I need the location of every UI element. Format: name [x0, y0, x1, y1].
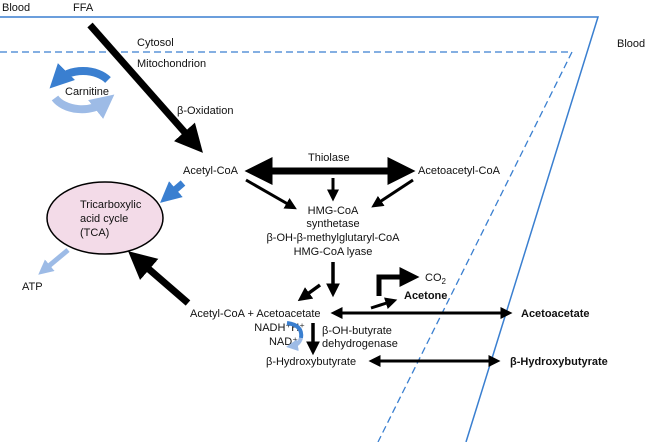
acetoacetyl-coa-label: Acetoacetyl-CoA: [418, 165, 501, 177]
dehydrogenase-label-1: β-OH-butyrate: [322, 325, 392, 337]
hmg-label-1: HMG-CoA: [308, 205, 359, 217]
acetone-label: Acetone: [404, 290, 447, 302]
hmg-label-3: β-OH-β-methylglutaryl-CoA: [266, 232, 400, 244]
acetyl-coa-label: Acetyl-CoA: [183, 165, 239, 177]
hmg-to-acetoacetate-diag-arrow: [297, 283, 322, 302]
acetoacetate-to-acetone-arrow: [370, 297, 398, 310]
cytosol-label: Cytosol: [137, 37, 174, 49]
hydroxybutyrate-blood-label: β-Hydroxybutyrate: [510, 356, 608, 368]
mitochondrion-label: Mitochondrion: [137, 58, 206, 70]
carnitine-label: Carnitine: [65, 86, 109, 98]
acetyl-coa-to-tca-arrow: [160, 180, 186, 203]
acetyl-coa-acetoacetate-label: Acetyl-CoA + Acetoacetate: [190, 308, 321, 320]
atp-label: ATP: [22, 281, 43, 293]
tca-label-1: Tricarboxylic: [80, 199, 142, 211]
acetoacetate-to-tca-arrow: [128, 251, 191, 306]
nad-arrow-icon: [286, 337, 303, 352]
tca-cycle-node: [46, 181, 164, 255]
acetyl-coa-to-hmg-arrow: [245, 178, 297, 210]
blood-label-left: Blood: [2, 2, 30, 14]
ffa-label: FFA: [73, 2, 94, 14]
tca-label-3: (TCA): [80, 227, 109, 239]
co2-label: CO2: [425, 272, 447, 286]
dehydrogenase-label-2: dehydrogenase: [322, 338, 398, 350]
tca-label-2: acid cycle: [80, 213, 128, 225]
beta-oxidation-label: β-Oxidation: [177, 105, 233, 117]
acetoacetyl-coa-to-hmg-arrow: [371, 178, 414, 208]
hmg-label-2: synthetase: [306, 218, 359, 230]
blood-label-right: Blood: [617, 38, 645, 50]
hmg-label-4: HMG-CoA lyase: [294, 246, 373, 258]
hydroxybutyrate-label: β-Hydroxybutyrate: [266, 356, 356, 368]
acetoacetate-to-co2-arrow: [376, 267, 420, 296]
nadh-nad-conversion-icon: [286, 321, 304, 339]
tca-to-atp-arrow: [38, 248, 70, 275]
acetoacetate-blood-label: Acetoacetate: [521, 308, 589, 320]
cell-membrane: [0, 16, 600, 442]
carnitine-cycle-icon: [49, 63, 115, 119]
thiolase-label: Thiolase: [308, 152, 350, 164]
ffa-to-acetyl-coa-arrow: [87, 22, 203, 153]
